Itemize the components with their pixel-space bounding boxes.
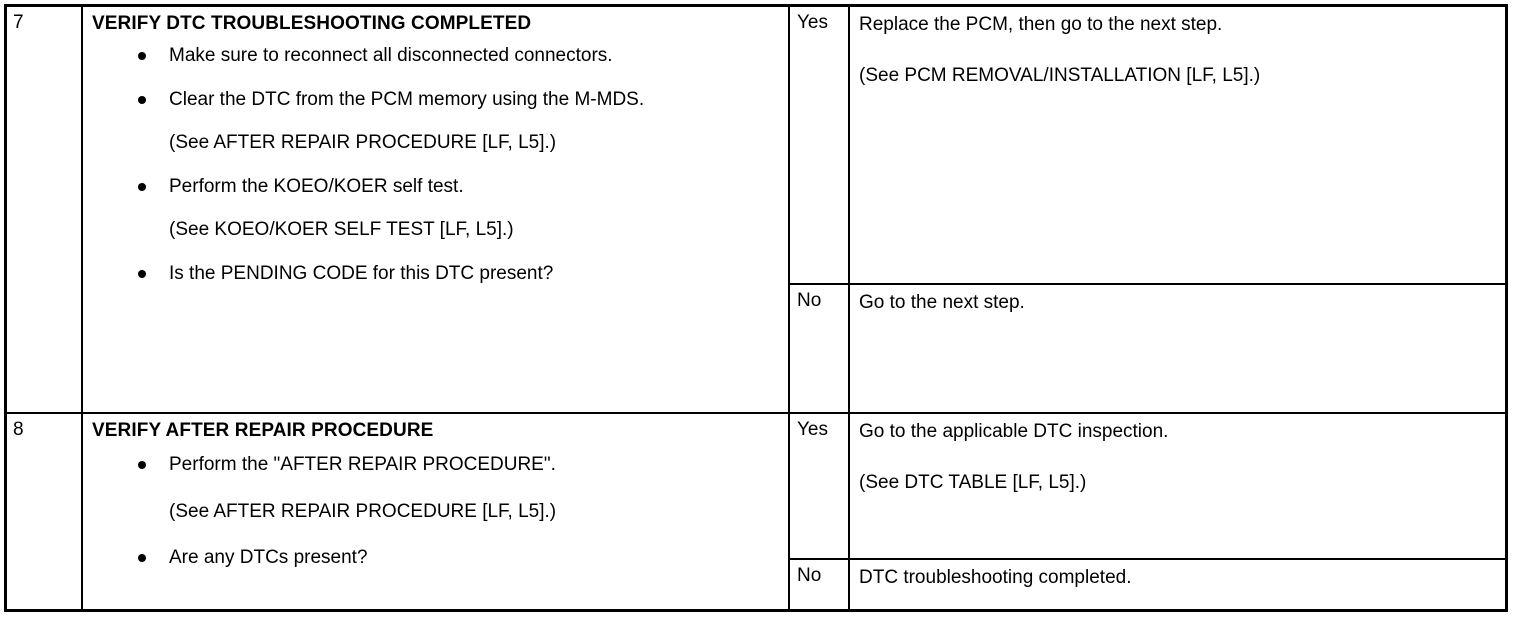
result-no-block: No DTC troubleshooting completed. [790, 558, 1505, 611]
step-heading: VERIFY DTC TROUBLESHOOTING COMPLETED [92, 13, 532, 34]
list-item: Perform the "AFTER REPAIR PROCEDURE". [83, 452, 788, 478]
result-action-text: Replace the PCM, then go to the next ste… [859, 14, 1223, 35]
action-cell: VERIFY AFTER REPAIR PROCEDURE Perform th… [83, 414, 790, 609]
bullet-icon [138, 270, 146, 278]
result-label-cell: No [790, 560, 850, 611]
result-label: No [797, 565, 822, 586]
result-action-text: Go to the next step. [859, 292, 1025, 313]
result-yes-block: Yes Go to the applicable DTC inspection.… [790, 414, 1505, 558]
list-item: Are any DTCs present? [83, 545, 788, 571]
table-row: 8 VERIFY AFTER REPAIR PROCEDURE Perform … [7, 412, 1505, 611]
bullet-icon [138, 183, 146, 191]
bullet-icon [138, 52, 146, 60]
reference-note: (See KOEO/KOER SELF TEST [LF, L5].) [169, 219, 514, 240]
bullet-icon [138, 554, 146, 562]
step-items-list: Make sure to reconnect all disconnected … [83, 43, 788, 287]
reference-note: (See AFTER REPAIR PROCEDURE [LF, L5].) [169, 132, 557, 153]
list-item-label: Perform the KOEO/KOER self test. [169, 176, 464, 197]
step-heading: VERIFY AFTER REPAIR PROCEDURE [92, 420, 434, 441]
bullet-icon [138, 96, 146, 104]
result-label: Yes [797, 419, 828, 440]
troubleshooting-table: 7 VERIFY DTC TROUBLESHOOTING COMPLETED M… [4, 4, 1508, 612]
result-action-text: DTC troubleshooting completed. [859, 567, 1132, 588]
step-number: 7 [13, 12, 24, 33]
table-row: 7 VERIFY DTC TROUBLESHOOTING COMPLETED M… [7, 7, 1505, 412]
result-reference-text: (See DTC TABLE [LF, L5].) [859, 472, 1087, 493]
result-label: No [797, 290, 822, 311]
list-item-label: Make sure to reconnect all disconnected … [169, 45, 613, 66]
result-action-text: Go to the applicable DTC inspection. [859, 421, 1169, 442]
list-item: Perform the KOEO/KOER self test. [83, 174, 788, 200]
result-label-cell: Yes [790, 7, 850, 283]
list-item: Is the PENDING CODE for this DTC present… [83, 261, 788, 287]
result-body-cell: Go to the next step. [850, 285, 1505, 412]
step-number-cell: 8 [7, 414, 83, 609]
list-item-label: Perform the "AFTER REPAIR PROCEDURE". [169, 454, 556, 475]
result-cell: Yes Go to the applicable DTC inspection.… [790, 414, 1505, 611]
step-number-cell: 7 [7, 7, 83, 412]
result-reference-text: (See PCM REMOVAL/INSTALLATION [LF, L5].) [859, 65, 1261, 86]
result-cell: Yes Replace the PCM, then go to the next… [790, 7, 1505, 412]
result-yes-block: Yes Replace the PCM, then go to the next… [790, 7, 1505, 283]
list-item-label: Clear the DTC from the PCM memory using … [169, 89, 645, 110]
result-body-cell: DTC troubleshooting completed. [850, 560, 1505, 611]
list-item-label: Is the PENDING CODE for this DTC present… [169, 263, 554, 284]
result-body-cell: Replace the PCM, then go to the next ste… [850, 7, 1505, 283]
list-item: Make sure to reconnect all disconnected … [83, 43, 788, 69]
result-label-cell: No [790, 285, 850, 412]
action-cell: VERIFY DTC TROUBLESHOOTING COMPLETED Mak… [83, 7, 790, 412]
bullet-icon [138, 461, 146, 469]
result-no-block: No Go to the next step. [790, 283, 1505, 412]
list-item-label: Are any DTCs present? [169, 547, 368, 568]
step-number: 8 [13, 419, 24, 440]
step-items-list: Perform the "AFTER REPAIR PROCEDURE". (S… [83, 452, 788, 571]
result-body-cell: Go to the applicable DTC inspection. (Se… [850, 414, 1505, 558]
reference-note: (See AFTER REPAIR PROCEDURE [LF, L5].) [169, 501, 557, 522]
list-item: Clear the DTC from the PCM memory using … [83, 87, 788, 113]
result-label: Yes [797, 12, 828, 33]
result-label-cell: Yes [790, 414, 850, 558]
